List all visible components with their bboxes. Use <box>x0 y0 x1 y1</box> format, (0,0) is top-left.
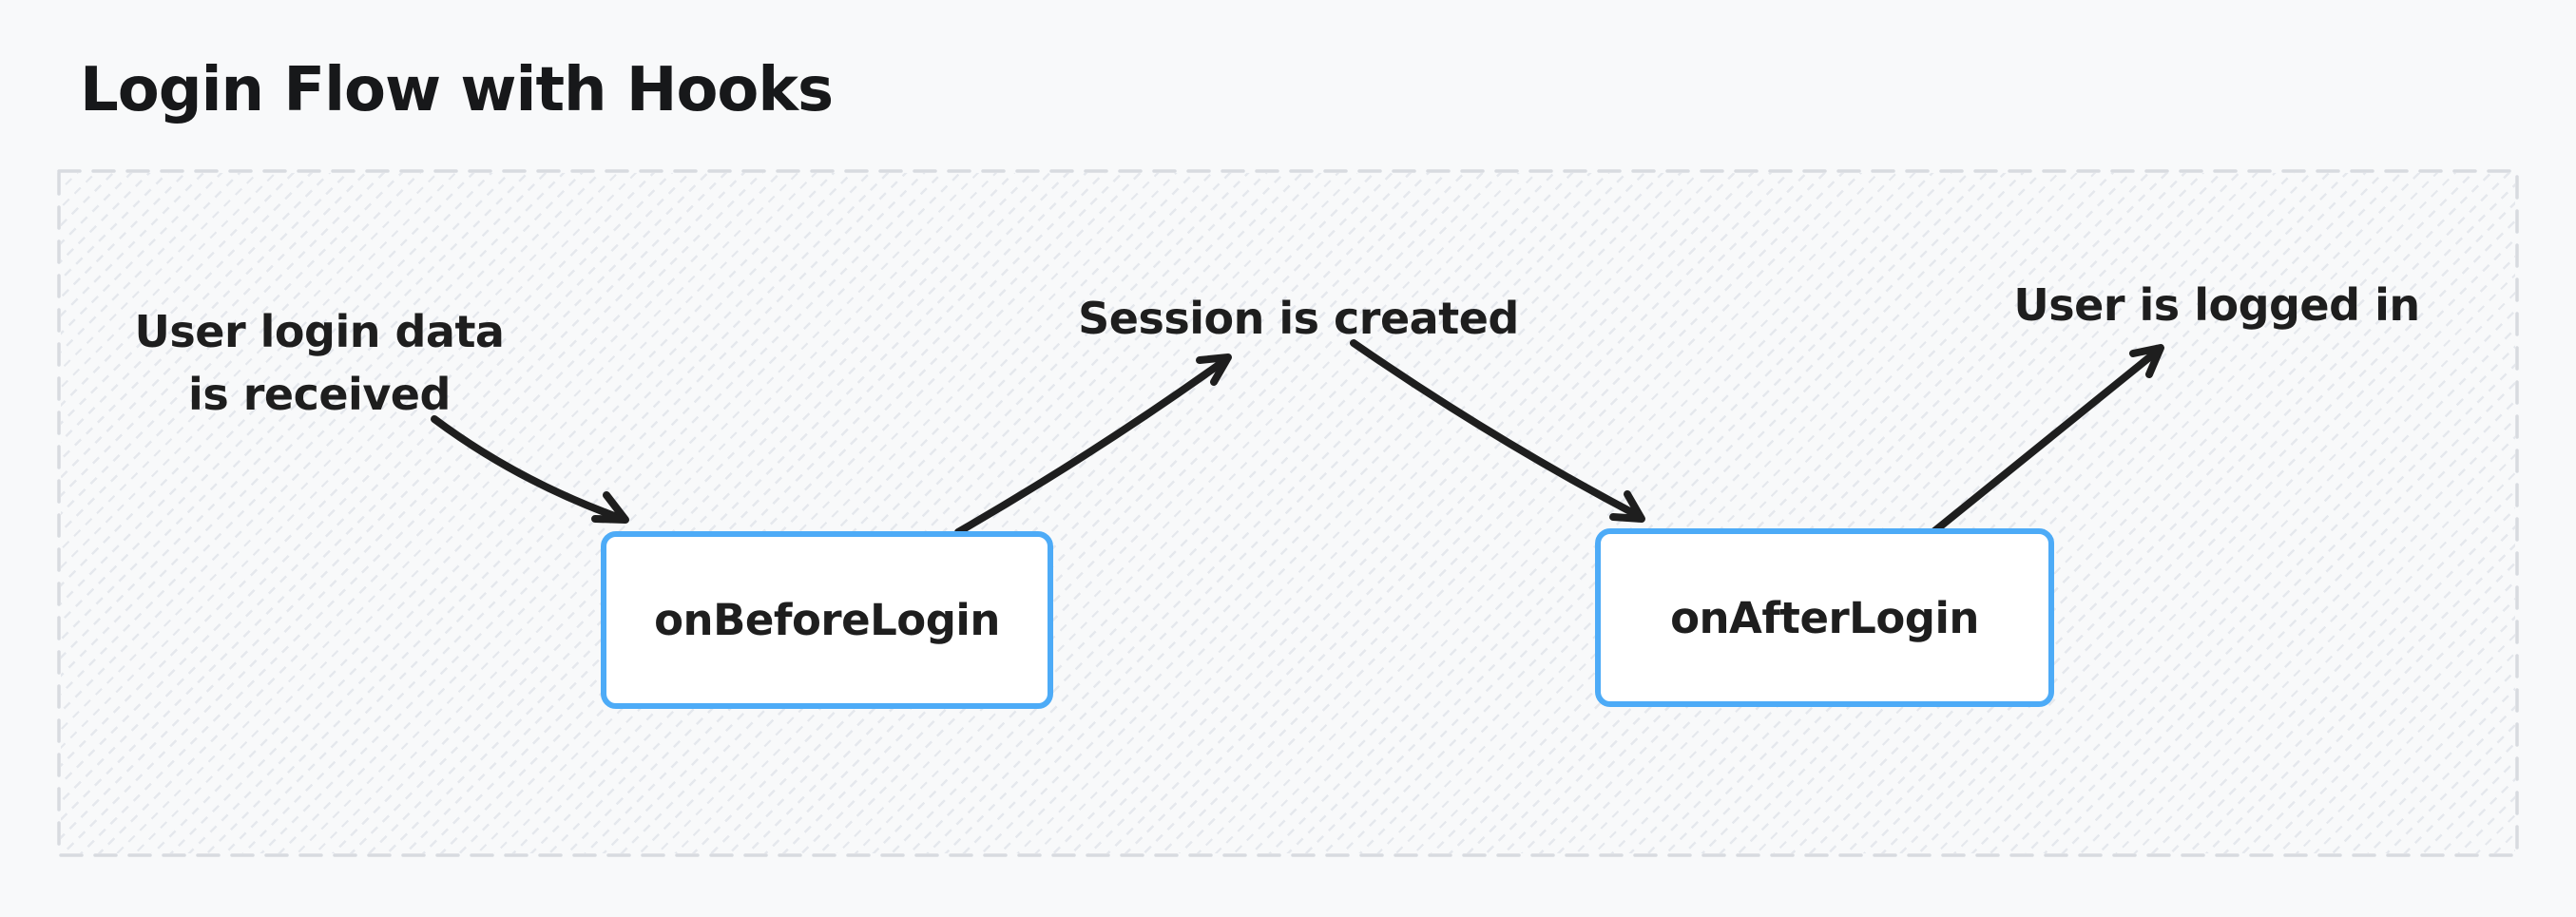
annotation-user-logged-in: User is logged in <box>2013 279 2420 331</box>
annotation-line: User login data <box>134 306 505 357</box>
node-onbeforelogin: onBeforeLogin <box>601 531 1053 709</box>
node-onafterlogin: onAfterLogin <box>1595 528 2054 707</box>
annotation-user-login-data: User login data is received <box>91 300 548 426</box>
node-label: onBeforeLogin <box>654 595 1000 645</box>
annotation-line: is received <box>188 369 451 420</box>
node-label: onAfterLogin <box>1670 592 1979 643</box>
annotation-session-created: Session is created <box>1078 293 1519 344</box>
diagram-title: Login Flow with Hooks <box>80 55 834 125</box>
